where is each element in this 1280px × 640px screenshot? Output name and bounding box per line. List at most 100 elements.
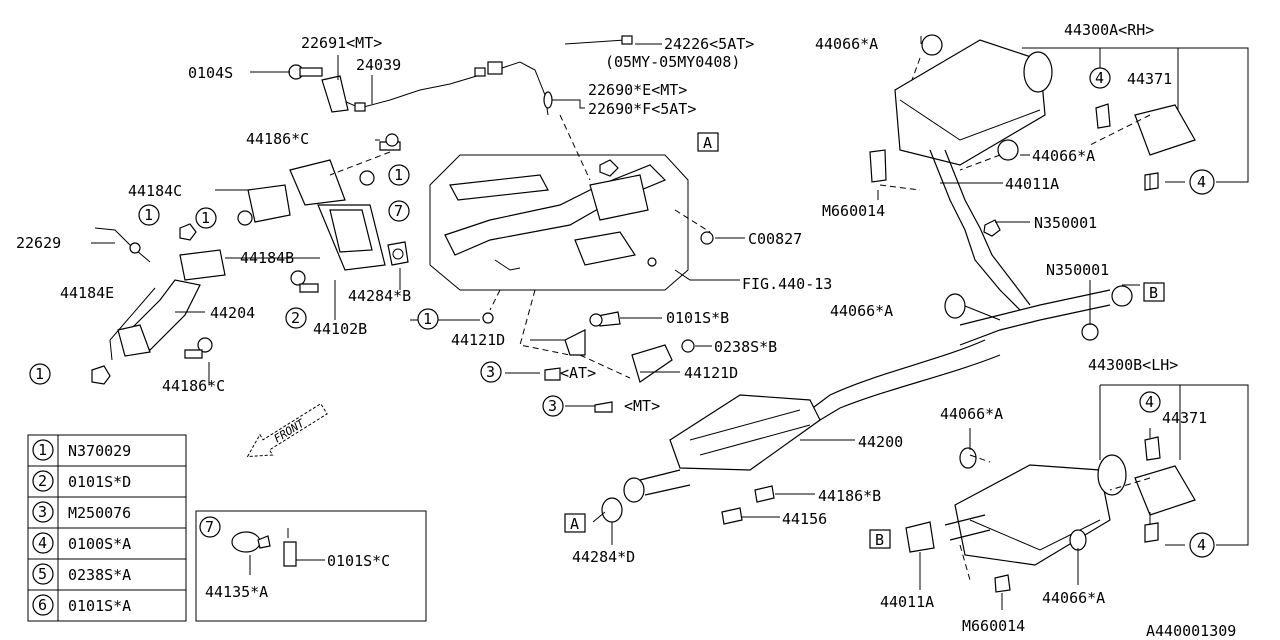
svg-text:4: 4 xyxy=(1145,393,1154,411)
fig-440-13-group xyxy=(429,154,714,291)
label-24226: 24226<5AT> xyxy=(664,35,754,53)
front-direction-arrow: FRONT xyxy=(246,403,328,458)
svg-text:0101S*A: 0101S*A xyxy=(68,597,131,615)
label-44066a-2: 44066*A xyxy=(1032,147,1095,165)
svg-text:1: 1 xyxy=(38,441,47,459)
svg-text:0238S*A: 0238S*A xyxy=(68,566,131,584)
label-44204: 44204 xyxy=(210,304,255,322)
svg-text:4: 4 xyxy=(1197,536,1206,554)
svg-text:1: 1 xyxy=(35,365,44,383)
label-m660014-a: M660014 xyxy=(822,202,885,220)
label-44156: 44156 xyxy=(782,510,827,528)
label-0104s: 0104S xyxy=(188,64,233,82)
label-44135a: 44135*A xyxy=(205,583,268,601)
circle-ref-3: 3 xyxy=(480,361,502,383)
legend-row: 5 0238S*A xyxy=(32,563,131,585)
dashed-links xyxy=(329,57,1151,581)
svg-text:7: 7 xyxy=(205,518,214,536)
svg-text:A: A xyxy=(703,134,712,152)
svg-text:3: 3 xyxy=(548,397,557,415)
label-c00827: C00827 xyxy=(748,230,802,248)
label-44186c-bot: 44186*C xyxy=(162,377,225,395)
svg-text:7: 7 xyxy=(394,202,403,220)
label-44184e: 44184E xyxy=(60,284,114,302)
legend-row: 2 0101S*D xyxy=(32,470,131,492)
label-44011a-top: 44011A xyxy=(1005,175,1059,193)
label-44102b: 44102B xyxy=(313,320,367,338)
box-ref-a: A xyxy=(697,132,719,152)
label-22690e: 22690*E<MT> xyxy=(588,81,687,99)
clamp-inset: 7 44135*A 0101S*C xyxy=(195,510,427,622)
box-ref-a: A xyxy=(564,513,586,533)
label-n350001-b: N350001 xyxy=(1046,261,1109,279)
circle-ref-1: 1 xyxy=(417,308,439,330)
svg-text:0100S*A: 0100S*A xyxy=(68,535,131,553)
label-44066a-5: 44066*A xyxy=(1042,589,1105,607)
label-ref-id: A440001309 xyxy=(1146,622,1236,640)
label-at: <AT> xyxy=(560,364,596,382)
svg-text:M250076: M250076 xyxy=(68,504,131,522)
label-44371-b: 44371 xyxy=(1162,409,1207,427)
svg-text:6: 6 xyxy=(38,596,47,614)
svg-text:1: 1 xyxy=(394,166,403,184)
box-ref-b: B xyxy=(869,529,891,549)
svg-text:B: B xyxy=(1149,284,1158,302)
svg-text:1: 1 xyxy=(201,209,210,227)
label-44066a-3: 44066*A xyxy=(830,302,893,320)
label-0101sc: 0101S*C xyxy=(327,552,390,570)
circled-refs: 1 1 1 1 1 2 3 3 7 4 4 4 4 xyxy=(29,67,1215,558)
box-ref-b: B xyxy=(1143,282,1165,302)
sensor-group xyxy=(288,35,633,116)
svg-text:3: 3 xyxy=(38,503,47,521)
label-mt: <MT> xyxy=(624,397,660,415)
svg-text:2: 2 xyxy=(38,472,47,490)
label-24039: 24039 xyxy=(356,56,401,74)
circle-ref-7: 7 xyxy=(388,200,410,222)
label-44284d: 44284*D xyxy=(572,548,635,566)
svg-text:4: 4 xyxy=(1095,69,1104,87)
svg-text:4: 4 xyxy=(1197,173,1206,191)
svg-text:5: 5 xyxy=(38,565,47,583)
label-44184c: 44184C xyxy=(128,182,182,200)
boxed-refs: A A B B xyxy=(564,132,1165,549)
mid-brackets xyxy=(482,311,695,413)
label-fig-440-13: FIG.440-13 xyxy=(742,275,832,293)
label-24226-note: (05MY-05MY0408) xyxy=(605,53,740,71)
label-44200: 44200 xyxy=(858,433,903,451)
circle-ref-2: 2 xyxy=(285,307,307,329)
leader-lines xyxy=(91,36,1249,610)
legend-row: 3 M250076 xyxy=(32,501,131,523)
circle-ref-4: 4 xyxy=(1189,532,1215,558)
label-44300a: 44300A<RH> xyxy=(1064,21,1154,39)
circle-ref-4: 4 xyxy=(1139,391,1161,413)
svg-text:A: A xyxy=(570,515,579,533)
label-44121d-a: 44121D xyxy=(451,331,505,349)
front-converter xyxy=(91,133,409,385)
label-22690f: 22690*F<5AT> xyxy=(588,100,696,118)
label-0101sb: 0101S*B xyxy=(666,309,729,327)
label-44184b: 44184B xyxy=(240,249,294,267)
label-44300b: 44300B<LH> xyxy=(1088,356,1178,374)
label-m660014-b: M660014 xyxy=(962,617,1025,635)
svg-text:2: 2 xyxy=(291,309,300,327)
center-muffler xyxy=(601,289,1111,525)
rh-muffler xyxy=(869,34,1196,311)
circle-ref-4: 4 xyxy=(1089,67,1111,89)
circle-ref-4: 4 xyxy=(1189,169,1215,195)
label-n350001-a: N350001 xyxy=(1034,214,1097,232)
svg-text:3: 3 xyxy=(486,363,495,381)
front-label: FRONT xyxy=(272,416,308,445)
circle-ref-3: 3 xyxy=(542,395,564,417)
circle-ref-1: 1 xyxy=(388,164,410,186)
svg-text:0101S*D: 0101S*D xyxy=(68,473,131,491)
circle-ref-1: 1 xyxy=(138,204,160,226)
label-44121d-b: 44121D xyxy=(684,364,738,382)
label-44066a-1: 44066*A xyxy=(815,35,878,53)
label-44284b: 44284*B xyxy=(348,287,411,305)
lh-muffler xyxy=(905,285,1196,593)
svg-text:4: 4 xyxy=(38,534,47,552)
svg-text:1: 1 xyxy=(144,206,153,224)
legend-row: 4 0100S*A xyxy=(32,532,131,554)
